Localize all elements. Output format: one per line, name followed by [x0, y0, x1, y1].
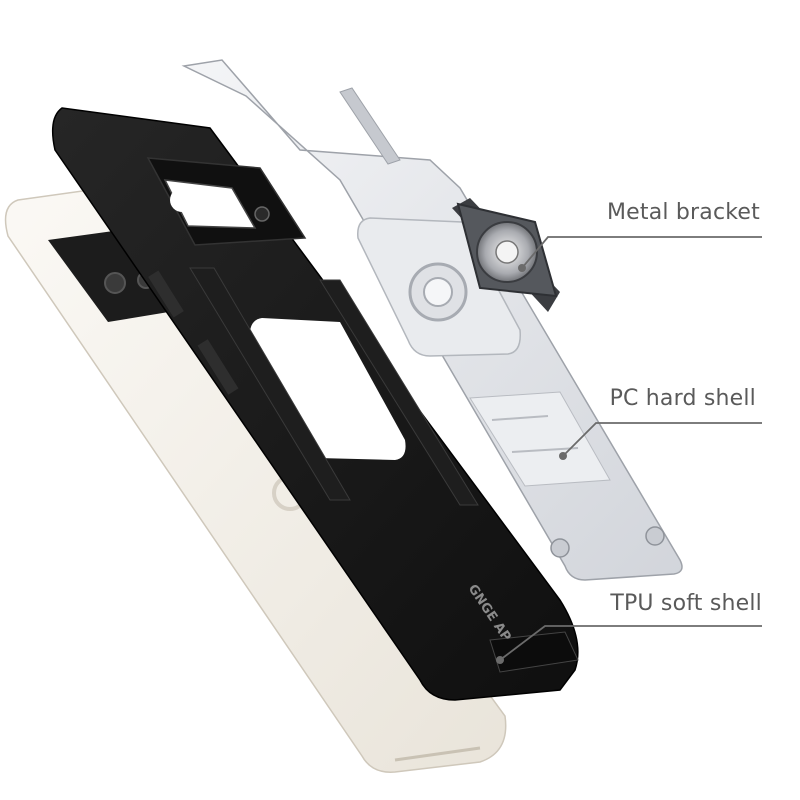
callout-pc-hard-shell: PC hard shell	[609, 386, 756, 411]
callout-leader-lines	[496, 236, 762, 664]
camera-cutout-icon	[163, 179, 270, 229]
leader-tpu-soft-shell	[499, 625, 762, 661]
ring-holder-icon	[452, 198, 560, 312]
callout-metal-bracket: Metal bracket	[606, 200, 760, 225]
callout-tpu-soft-shell: TPU soft shell	[610, 591, 762, 616]
leader-pc-hard-shell	[562, 422, 762, 457]
pc-hard-shell	[181, 59, 683, 581]
tpu-soft-shell: GNGE AP	[51, 107, 579, 701]
leader-metal-bracket	[521, 236, 762, 269]
